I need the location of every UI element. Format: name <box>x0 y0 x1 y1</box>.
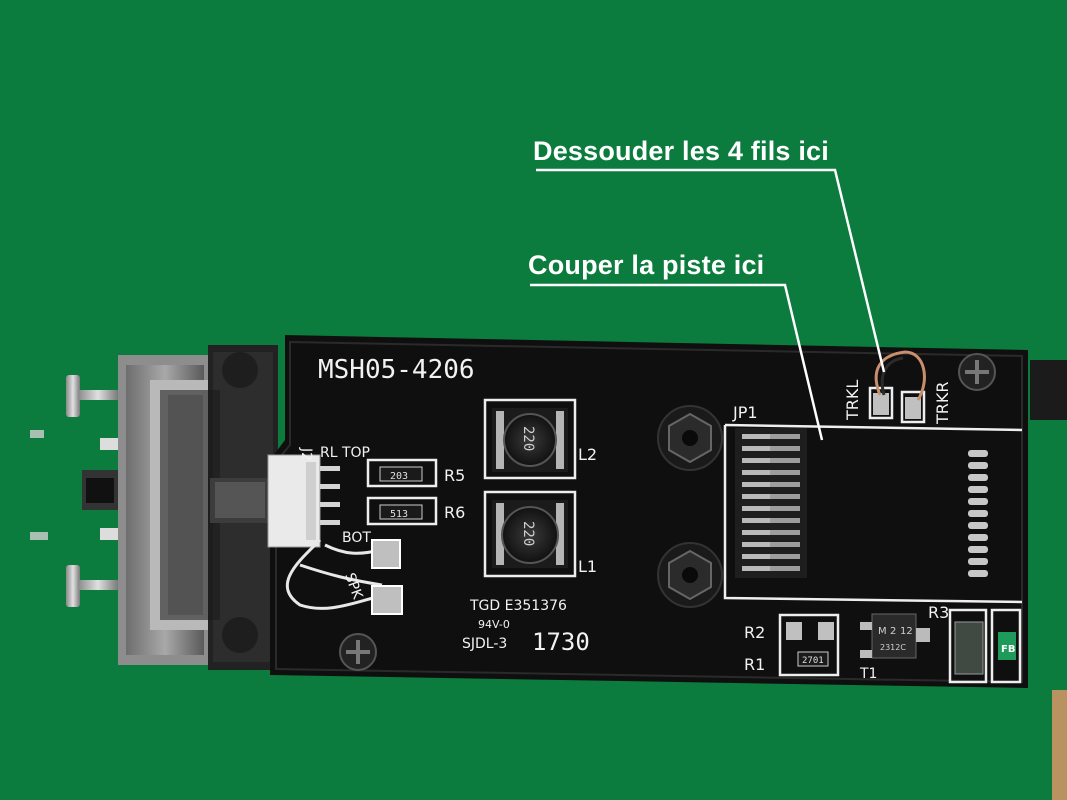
t1-mark-4: 2312C <box>880 643 906 652</box>
right-pad <box>968 462 988 469</box>
jp1-pin <box>770 494 800 499</box>
jp1-pin <box>770 530 800 535</box>
desolder-leader-line <box>536 168 886 373</box>
r1-value: 2701 <box>802 656 824 666</box>
r1-label: R1 <box>744 655 765 674</box>
r5-resistor <box>379 466 423 482</box>
right-pad <box>968 474 988 481</box>
screw-bottom-left <box>339 633 377 671</box>
jp1-pin <box>742 446 772 451</box>
wood-strip <box>1052 690 1067 800</box>
cut-trace-leader-line <box>530 283 824 441</box>
jp1-pin <box>742 566 772 571</box>
jp1-pin <box>770 506 800 511</box>
standoff-top <box>657 405 723 471</box>
part-number-label: MSH05-4206 <box>318 355 475 385</box>
jp1-pin <box>770 554 800 559</box>
r6-resistor <box>379 504 423 520</box>
jp1-pin <box>770 482 800 487</box>
cert-line-2: 94V-0 <box>478 618 510 631</box>
l1-label: L1 <box>578 557 597 576</box>
jp1-pin <box>770 470 800 475</box>
trkl-pad <box>873 393 889 415</box>
r3-capacitor <box>954 621 984 675</box>
cert-line-3: SJDL-3 <box>462 636 507 652</box>
jp1-pin <box>742 530 772 535</box>
r2-label: R2 <box>744 623 765 642</box>
standoff-bottom <box>657 542 723 608</box>
l1-inductor <box>492 500 568 568</box>
bot-label: BOT <box>342 530 371 546</box>
right-pad <box>968 534 988 541</box>
l1-value: 220 <box>520 521 536 546</box>
jp1-pin <box>770 458 800 463</box>
right-pad <box>968 522 988 529</box>
right-pad <box>968 498 988 505</box>
j2-connector <box>267 454 340 548</box>
r2-pad-right <box>818 622 834 640</box>
right-pad <box>968 570 988 577</box>
fb-label: FB <box>1001 644 1015 655</box>
annotation-cut-trace: Couper la piste ici <box>528 250 765 280</box>
jp1-pins <box>742 434 800 571</box>
l2-value: 220 <box>520 426 536 451</box>
trkl-label: TRKL <box>843 380 862 421</box>
annotation-desolder: Dessouder les 4 fils ici <box>533 136 829 166</box>
jp1-pin <box>742 542 772 547</box>
jp1-pin <box>742 470 772 475</box>
jp1-pin <box>742 458 772 463</box>
date-code: 1730 <box>532 628 590 656</box>
dark-edge-strip <box>1030 360 1067 420</box>
l2-inductor <box>492 408 568 472</box>
right-pad <box>968 546 988 553</box>
j2-label: J2 <box>298 447 314 461</box>
jp1-label: JP1 <box>732 403 758 422</box>
t1-mark-2: 2 <box>890 626 896 637</box>
right-pad-column <box>968 450 988 577</box>
rl-top-label: RL TOP <box>320 445 370 461</box>
t1-mark-1: M <box>878 626 887 637</box>
trkr-label: TRKR <box>933 382 952 426</box>
jp1-pin <box>770 566 800 571</box>
right-pad <box>968 450 988 457</box>
fb-ferrite <box>998 632 1016 660</box>
jp1-pin <box>742 494 772 499</box>
r1-resistor <box>797 651 829 667</box>
t1-transistor <box>860 613 930 659</box>
right-pad <box>968 486 988 493</box>
r6-label: R6 <box>444 503 465 522</box>
jp1-pin <box>742 506 772 511</box>
r3-label: R3 <box>928 603 949 622</box>
trkr-pad <box>905 397 921 419</box>
r5-label: R5 <box>444 466 465 485</box>
right-pad <box>968 510 988 517</box>
jp1-pin <box>742 554 772 559</box>
silkscreen-outlines <box>366 386 1023 684</box>
jp1-pin <box>770 542 800 547</box>
bot-pad <box>371 539 401 569</box>
jp1-pin <box>742 434 772 439</box>
jp1-header <box>735 428 807 578</box>
r5-value: 203 <box>390 471 408 482</box>
t1-label: T1 <box>859 666 877 682</box>
spk-pad <box>371 585 403 615</box>
jp1-pin <box>770 518 800 523</box>
cert-line-1: TGD E351376 <box>469 598 567 614</box>
jp1-pin <box>742 482 772 487</box>
tape-head-mechanism <box>30 345 278 670</box>
l2-label: L2 <box>578 445 597 464</box>
screw-top-right <box>958 353 996 391</box>
jp1-pin <box>770 434 800 439</box>
jp1-pin <box>770 446 800 451</box>
t1-mark-3: 12 <box>900 626 913 637</box>
right-pad <box>968 558 988 565</box>
jp1-pin <box>742 518 772 523</box>
track-wires <box>874 350 926 401</box>
r6-value: 513 <box>390 509 408 520</box>
r2-pad-left <box>786 622 802 640</box>
